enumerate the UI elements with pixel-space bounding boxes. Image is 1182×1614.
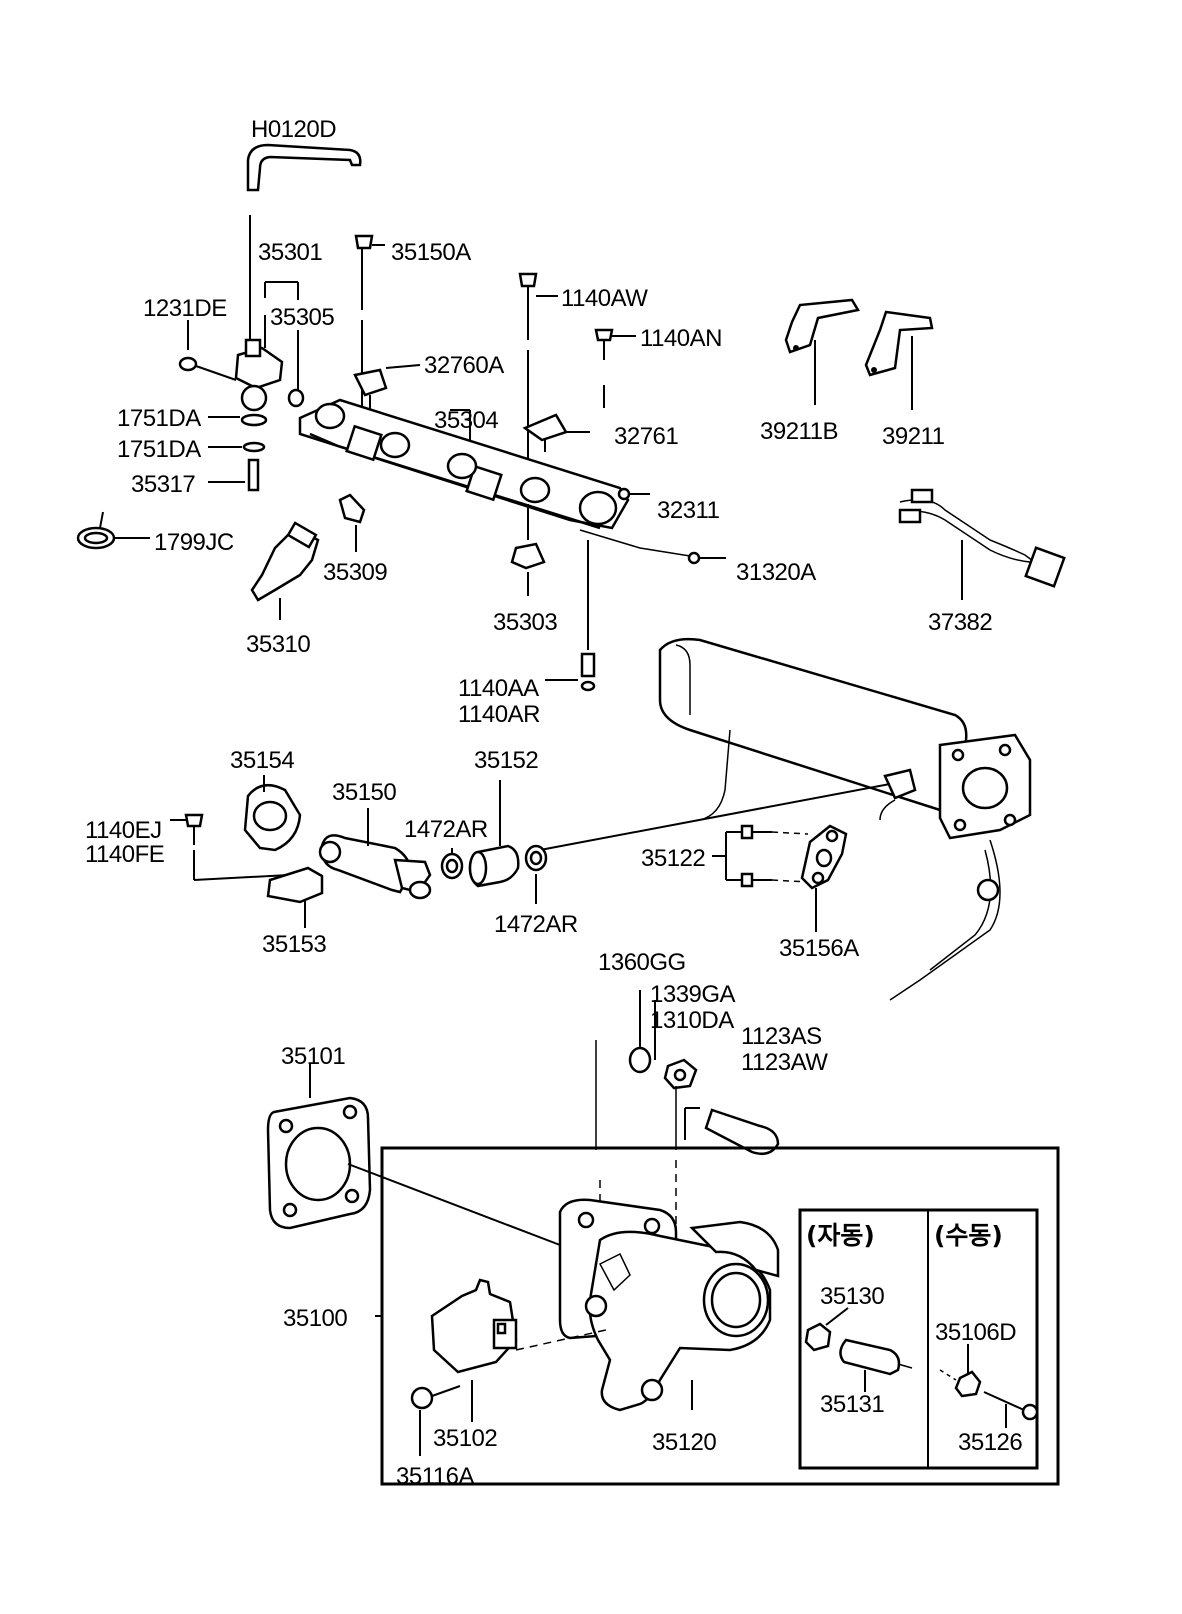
label-1799jc: 1799JC <box>154 529 234 556</box>
wiring-harness-37382 <box>898 488 1066 600</box>
bracket-35154 <box>243 775 302 852</box>
label-1472ar-a: 1472AR <box>404 816 488 843</box>
spacer-35303 <box>510 504 546 596</box>
bolt-35150a <box>354 234 385 410</box>
bolt-1140ej <box>170 813 309 881</box>
label-35303: 35303 <box>493 609 557 636</box>
bracket-39211b <box>784 298 860 405</box>
screw-35317 <box>208 458 260 492</box>
leader-32311 <box>617 487 650 501</box>
screw-35116a <box>410 1385 461 1456</box>
gasket-35156a <box>800 824 848 932</box>
hose-35152 <box>468 780 520 888</box>
label-35101: 35101 <box>281 1043 345 1070</box>
label-35304: 35304 <box>434 407 498 434</box>
label-1472ar-b: 1472AR <box>494 911 578 938</box>
label-35116a: 35116A <box>396 1463 474 1490</box>
label-1123as: 1123AS <box>741 1023 822 1050</box>
bolt-1140aa <box>545 540 596 692</box>
label-35150: 35150 <box>332 779 396 806</box>
label-35130: 35130 <box>820 1283 884 1310</box>
bolts-35122 <box>712 824 809 888</box>
label-35152: 35152 <box>474 747 538 774</box>
nut-1339ga <box>654 1000 698 1090</box>
label-39211b: 39211B <box>760 418 838 445</box>
bracket-39211 <box>864 310 934 410</box>
hose-h0120d <box>246 143 362 345</box>
label-1751da-a: 1751DA <box>117 405 201 432</box>
label-1751da-b: 1751DA <box>117 436 201 463</box>
injector-35310 <box>250 521 320 620</box>
label-35122: 35122 <box>641 845 705 872</box>
label-35106d: 35106D <box>935 1319 1016 1346</box>
label-37382: 37382 <box>928 609 992 636</box>
nut-35106d <box>939 1344 982 1398</box>
label-manual: (수동) <box>934 1221 1003 1250</box>
sensor-35131 <box>839 1338 913 1392</box>
label-35150a: 35150A <box>391 239 471 266</box>
pressure-regulator-35301 <box>234 281 305 412</box>
label-1140aw: 1140AW <box>561 285 648 312</box>
label-35131: 35131 <box>820 1391 884 1418</box>
label-39211: 39211 <box>882 423 945 450</box>
bracket-32761 <box>522 413 590 452</box>
label-35301: 35301 <box>258 239 322 266</box>
label-1140fe: 1140FE <box>85 841 164 868</box>
bolt-1123as <box>684 1107 780 1155</box>
screw-35126 <box>983 1391 1039 1428</box>
clamp-1472ar-left <box>440 848 464 880</box>
label-1339ga: 1339GA <box>650 981 736 1008</box>
label-35102: 35102 <box>433 1425 497 1452</box>
label-35156a: 35156A <box>779 935 859 962</box>
label-35126: 35126 <box>958 1429 1022 1456</box>
label-1140ar: 1140AR <box>458 701 540 728</box>
o-ring-1751da <box>208 413 268 453</box>
label-35317: 35317 <box>131 471 195 498</box>
bracket-35153 <box>266 866 324 928</box>
label-1123aw: 1123AW <box>741 1049 828 1076</box>
label-auto: (자동) <box>806 1221 875 1250</box>
label-32761: 32761 <box>614 423 678 450</box>
label-35310: 35310 <box>246 631 310 658</box>
label-35120: 35120 <box>652 1429 716 1456</box>
label-35309: 35309 <box>323 559 387 586</box>
clamp-1472ar-right <box>524 844 548 904</box>
label-35153: 35153 <box>262 931 326 958</box>
bolt-1140an <box>594 328 636 408</box>
inset-frame <box>798 1208 1039 1470</box>
label-35100: 35100 <box>283 1305 347 1332</box>
throttle-position-sensor-35102 <box>430 1278 607 1422</box>
label-35305: 35305 <box>270 304 334 331</box>
nut-35130 <box>804 1307 849 1352</box>
label-1140aa: 1140AA <box>458 675 539 702</box>
label-1140an: 1140AN <box>640 325 722 352</box>
label-1231de: 1231DE <box>143 295 227 322</box>
clip-35309 <box>338 493 366 552</box>
label-1140ej: 1140EJ <box>85 817 162 844</box>
bracket-32760a <box>353 364 421 410</box>
label-31320a: 31320A <box>736 559 816 586</box>
label-32311: 32311 <box>657 497 720 524</box>
intake-plenum <box>658 637 1032 1001</box>
label-35154: 35154 <box>230 747 294 774</box>
label-h0120d: H0120D <box>251 116 336 143</box>
clamp-1799jc <box>76 511 150 550</box>
label-1360gg: 1360GG <box>598 949 686 976</box>
nut-1360gg <box>628 990 652 1074</box>
gasket-35101 <box>266 1064 372 1230</box>
bolt-1231de <box>178 320 237 381</box>
throttle-body-35120 <box>558 1198 780 1412</box>
label-1310da: 1310DA <box>650 1007 734 1034</box>
idle-speed-actuator-35150 <box>318 808 432 900</box>
label-32760a: 32760A <box>424 352 504 379</box>
pipe-31320a <box>579 529 726 565</box>
